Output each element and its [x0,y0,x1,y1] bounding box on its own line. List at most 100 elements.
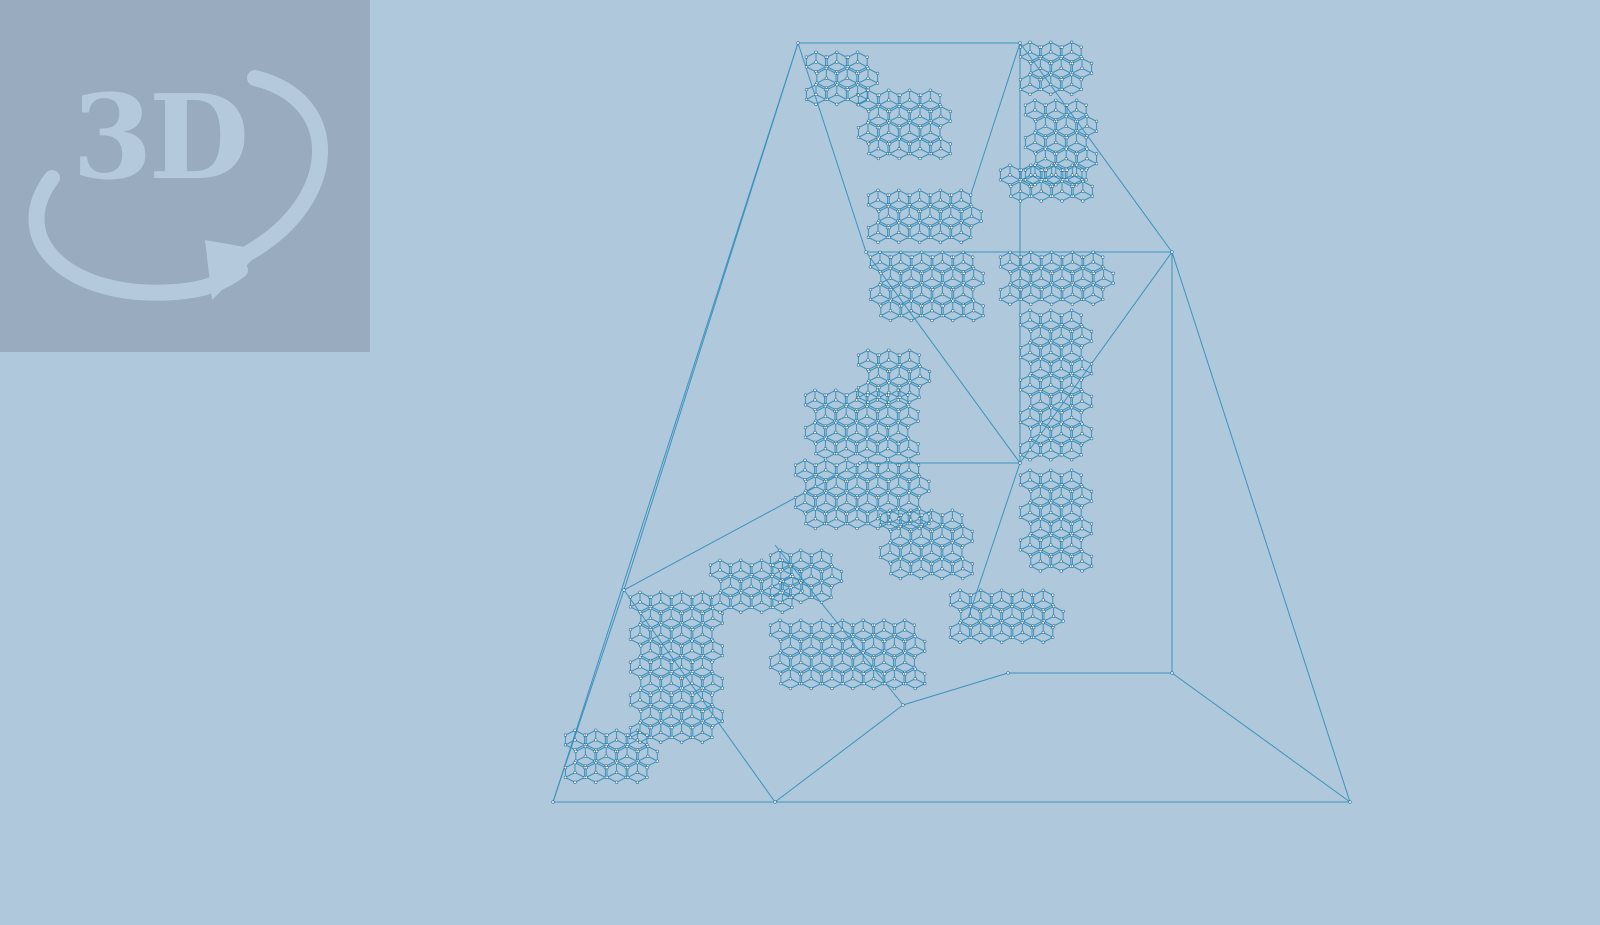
mesh-vertex [908,142,913,146]
mesh-vertex [628,628,633,632]
mesh-vertex [929,152,933,156]
cell-edge [826,389,837,396]
cell-spoke [1031,277,1042,284]
cell-spoke [639,732,650,738]
cell-edge [1023,620,1034,627]
mesh-vertex [1069,543,1074,547]
cell-edge [1033,589,1044,596]
cell-edge [858,122,869,129]
mesh-vertex [971,255,975,259]
cell-edge [815,98,826,105]
cell-spoke [1065,158,1076,165]
cell-edge [868,236,879,243]
cell-edge [1042,622,1053,629]
cell-edge [1040,358,1051,365]
cell-edge [790,650,801,657]
mesh-vertex [917,188,922,192]
cell-spoke [962,535,973,542]
cell-edge [1009,284,1020,291]
mesh-vertex [1038,484,1042,489]
mesh-vertex [899,292,903,297]
cell-edge [879,382,890,389]
cell-edge [682,622,693,629]
cell-edge [846,422,857,429]
mesh-vertex [720,676,724,680]
view-3d-toggle-button[interactable]: 3D [0,0,370,352]
mesh-vertex [887,193,891,197]
cell-spoke [1032,615,1043,622]
cell-edge [596,760,607,767]
cell-edge [822,683,833,689]
cell-spoke [883,629,894,636]
cell-spoke [867,392,878,398]
cell-edge [898,508,909,515]
mesh-vertex [969,226,973,230]
cell-edge [868,106,879,112]
mesh-vertex [897,240,901,244]
cell-spoke [1050,319,1061,326]
cell-spoke [1021,294,1032,300]
cell-edge [1020,309,1031,316]
cell-edge [1022,622,1033,629]
cell-edge [692,704,703,711]
mesh-vertex [981,271,985,275]
cell-spoke [617,755,628,762]
mesh-vertex [835,102,839,106]
mesh-vertex [876,137,881,141]
cell-spoke [853,662,864,668]
cell-spoke [1050,51,1061,58]
mesh-vertex [1039,378,1043,382]
mesh-vertex [813,388,817,392]
cell-edge [911,573,922,579]
cell-edge [1065,116,1076,122]
cell-edge [1071,356,1082,363]
mesh-vertex [979,630,983,635]
mesh-vertex [1069,373,1074,377]
cell-spoke [888,132,899,138]
cell-edge [962,526,973,532]
cell-edge [790,668,801,675]
cell-edge [895,634,906,641]
mesh-vertex [1085,114,1089,119]
cell-edge [811,596,822,603]
cell-edge [990,606,1001,612]
mesh-vertex [930,309,934,313]
mesh-vertex [920,513,924,517]
mesh-vertex [1018,346,1023,350]
cell-edge [1050,439,1061,446]
cell-edge [575,760,586,767]
mesh-vertex [1064,114,1068,119]
mesh-vertex [900,304,904,308]
cell-spoke [692,699,703,706]
mesh-vertex [999,598,1004,602]
mesh-vertex [919,534,923,538]
cell-spoke [919,115,930,122]
cell-edge [780,650,791,657]
cell-edge [835,508,846,515]
mesh-vertex [1071,184,1075,188]
mesh-vertex [855,474,859,479]
cell-edge [650,622,661,629]
mesh-vertex [898,353,902,357]
cell-edge [971,206,982,212]
cell-spoke [831,645,842,652]
cell-edge [898,138,909,145]
mesh-vertex [971,309,976,313]
cell-edge [660,689,671,696]
cell-spoke [574,772,585,778]
mesh-vertex [961,260,965,264]
mesh-vertex [768,586,773,590]
mesh-vertex [810,553,814,557]
cell-edge [1077,130,1088,137]
mesh-vertex [938,126,942,130]
cell-edge [889,509,900,516]
cell-spoke [952,310,963,317]
cell-edge [822,580,833,587]
cell-edge [780,636,791,642]
cell-spoke [845,448,856,455]
cell-edge [880,556,891,563]
mesh-vertex [886,468,890,472]
mesh-vertex [854,388,859,392]
mesh-vertex [878,513,883,517]
